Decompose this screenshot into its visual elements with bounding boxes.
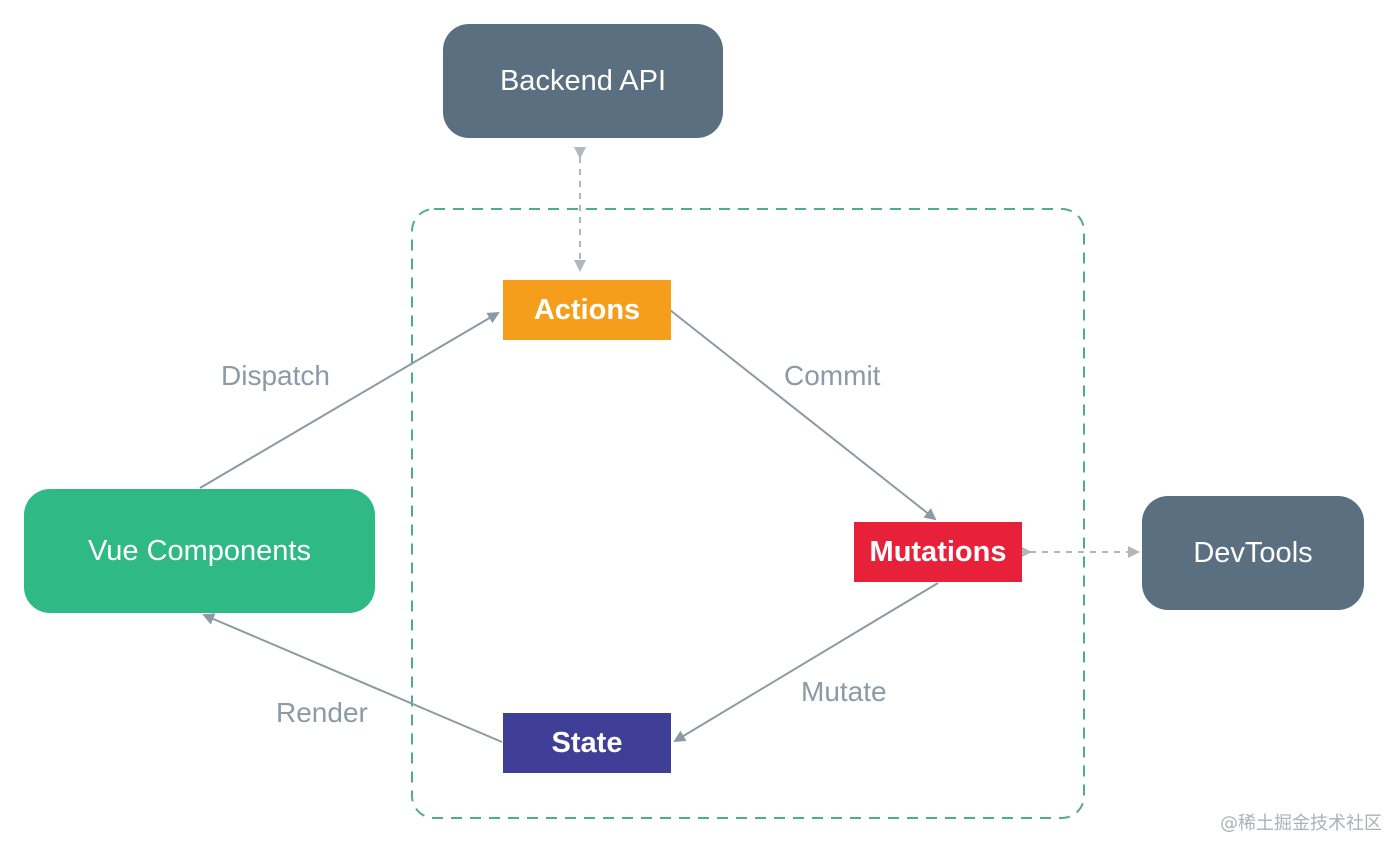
devtools-label: DevTools [1193, 536, 1313, 569]
mutate-label: Mutate [801, 676, 887, 707]
backend-api-label: Backend API [499, 64, 667, 97]
state-label: State [551, 726, 623, 759]
vue-components-node: Vue Components [24, 489, 375, 613]
state-node: State [503, 713, 671, 773]
devtools-node: DevTools [1142, 496, 1364, 610]
dispatch-label: Dispatch [221, 360, 330, 391]
vue-components-label: Vue Components [87, 534, 311, 567]
mutate-arrow [673, 582, 939, 743]
mutations-label: Mutations [869, 535, 1007, 568]
mutations-node: Mutations [854, 522, 1022, 582]
actions-label: Actions [533, 293, 641, 326]
commit-arrow [669, 309, 937, 521]
backend-api-node: Backend API [443, 24, 723, 138]
render-label: Render [276, 697, 368, 728]
render-arrow [202, 613, 503, 743]
actions-node: Actions [503, 280, 671, 340]
store-boundary [411, 208, 1085, 819]
dispatch-arrow [199, 311, 500, 489]
commit-label: Commit [784, 360, 881, 391]
watermark-text: @稀土掘金技术社区 [1220, 813, 1382, 834]
